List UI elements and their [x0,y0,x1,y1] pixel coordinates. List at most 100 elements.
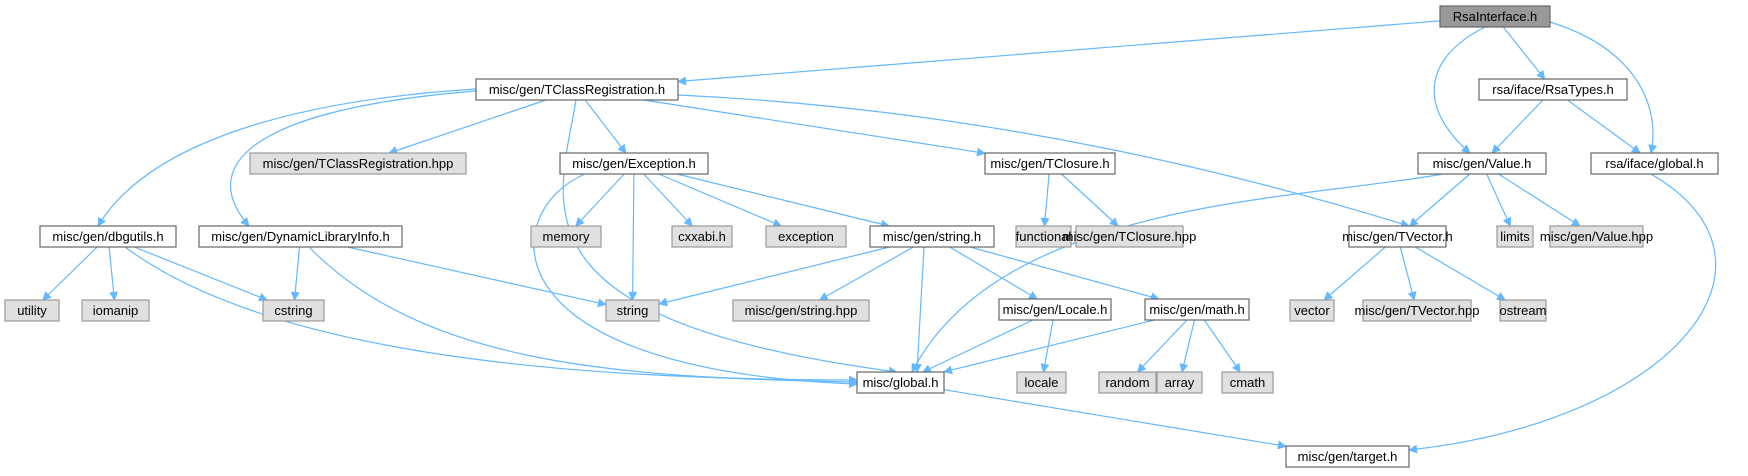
node-box [671,225,733,248]
edge-miscglobal-to-target [943,389,1287,450]
edge-locale_h-to-miscglobal [921,319,1034,373]
node-label: memory [543,229,590,244]
node-box [1015,225,1072,248]
node-label: utility [17,303,47,318]
node-label: cxxabi.h [678,229,726,244]
node-label: vector [1294,303,1330,318]
node-tvector[interactable]: misc/gen/TVector.h [1342,225,1453,248]
node-label: locale [1025,375,1059,390]
node-cmath: cmath [1221,371,1274,394]
node-label: limits [1500,229,1530,244]
edge-dbgutils-to-utility [42,246,98,301]
node-box [765,225,847,248]
node-label: misc/gen/Value.h [1433,156,1532,171]
edge-exception_h-to-stringh [676,173,890,229]
node-box [559,152,709,175]
node-box [475,78,679,101]
node-tclassreg[interactable]: misc/gen/TClassRegistration.h [475,78,679,101]
node-label: misc/gen/string.hpp [745,303,858,318]
node-label: misc/gen/dbgutils.h [52,229,163,244]
node-stringh[interactable]: misc/gen/string.h [869,225,995,248]
edge-dbgutils-to-cstring [134,246,269,302]
node-box [262,299,325,322]
edge-value-to-limits [1486,173,1512,227]
node-box [1417,152,1547,175]
node-tvectorhpp: misc/gen/TVector.hpp [1354,299,1480,322]
node-iomanip: iomanip [81,299,150,322]
edge-dyninfo-to-cstring [290,246,301,301]
edge-tclassreg-to-exception_h [584,99,627,154]
node-label: misc/gen/TClassRegistration.hpp [263,156,454,171]
node-label: misc/gen/target.h [1298,449,1398,464]
node-box [1439,5,1551,28]
edge-tclassreg-to-tclassreghpp [388,99,547,155]
node-box [1590,152,1719,175]
node-label: RsaInterface.h [1453,9,1538,24]
node-valuehpp: misc/gen/Value.hpp [1540,225,1653,248]
node-box [1496,225,1534,248]
node-exception_h[interactable]: misc/gen/Exception.h [559,152,709,175]
node-stringhpp: misc/gen/string.hpp [732,299,870,322]
node-locale_h[interactable]: misc/gen/Locale.h [998,298,1112,321]
edge-rsatypes-to-rsaglobal [1567,99,1641,154]
node-label: misc/gen/DynamicLibraryInfo.h [211,229,389,244]
node-memory: memory [530,225,602,248]
node-box [605,299,660,322]
edge-math-to-cmath [1203,319,1241,373]
edge-stringh-to-math [969,246,1160,302]
node-miscglobal[interactable]: misc/global.h [856,371,945,394]
node-label: misc/gen/TVector.h [1342,229,1453,244]
node-label: misc/gen/math.h [1149,302,1244,317]
node-string: string [605,299,660,322]
node-box [1075,225,1184,248]
edge-math-to-array [1179,319,1196,373]
node-label: cmath [1230,375,1265,390]
edge-rsainterface-to-rsaglobal [1549,21,1658,154]
node-box [1289,299,1335,322]
node-rsainterface[interactable]: RsaInterface.h [1439,5,1551,28]
node-rsatypes[interactable]: rsa/iface/RsaTypes.h [1478,78,1628,101]
node-box [1156,371,1203,394]
node-math[interactable]: misc/gen/math.h [1144,298,1250,321]
node-value[interactable]: misc/gen/Value.h [1417,152,1547,175]
node-label: iomanip [93,303,139,318]
node-box [1285,445,1410,468]
node-label: ostream [1500,303,1547,318]
node-box [984,152,1116,175]
node-label: functional [1016,229,1072,244]
node-vector: vector [1289,299,1335,322]
node-label: misc/gen/TClosure.h [990,156,1109,171]
edge-tclosure-to-tclosurehpp [1060,173,1119,227]
edge-dyninfo-to-miscglobal [308,246,858,387]
node-dbgutils[interactable]: misc/gen/dbgutils.h [39,225,177,248]
node-label: misc/gen/TClosure.hpp [1063,229,1197,244]
node-tclosure[interactable]: misc/gen/TClosure.h [984,152,1116,175]
node-box [1221,371,1274,394]
node-box [869,225,995,248]
node-functional: functional [1015,225,1072,248]
edge-dyninfo-to-string [347,246,607,308]
node-box [856,371,945,394]
node-dyninfo[interactable]: misc/gen/DynamicLibraryInfo.h [198,225,403,248]
edge-tvector-to-ostream [1414,246,1506,301]
nodes-layer: RsaInterface.h misc/gen/TClassRegistratio… [4,5,1719,468]
node-label: random [1105,375,1149,390]
edge-rsaglobal-to-target [1408,173,1717,454]
node-rsaglobal[interactable]: rsa/iface/global.h [1590,152,1719,175]
node-locale: locale [1016,371,1067,394]
node-target[interactable]: misc/gen/target.h [1285,445,1410,468]
node-box [1098,371,1157,394]
edge-tclosure-to-functional [1040,173,1050,227]
node-label: misc/gen/Locale.h [1003,302,1108,317]
node-box [4,299,60,322]
edge-stringh-to-stringhpp [818,246,914,301]
node-box [81,299,150,322]
edges-layer [42,20,1717,454]
node-box [1016,371,1067,394]
edge-value-to-tvector [1409,173,1471,227]
node-label: misc/gen/Exception.h [572,156,696,171]
edge-exception_h-to-string [628,173,638,301]
node-box [198,225,403,248]
edge-rsainterface-to-tclassreg [677,20,1441,86]
